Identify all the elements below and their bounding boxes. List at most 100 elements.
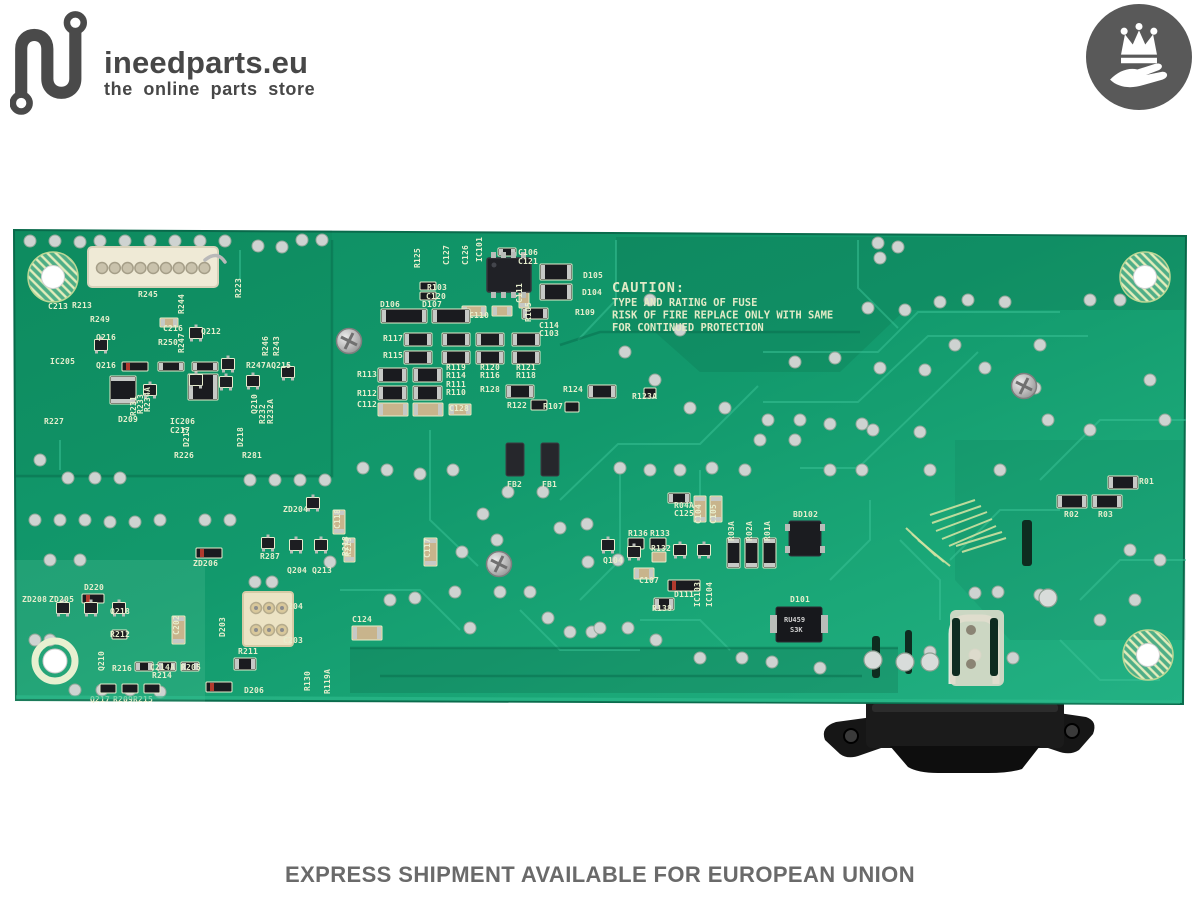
silkscreen-label: R01	[1139, 477, 1154, 486]
terminal-contacts	[249, 601, 289, 637]
silkscreen-label: R247	[177, 333, 186, 353]
silkscreen-label: Q104	[603, 556, 623, 565]
silkscreen-label: R119A	[323, 669, 332, 694]
silkscreen-label: R122	[507, 401, 527, 410]
silkscreen-label: D220	[84, 583, 104, 592]
silkscreen-label: C216	[163, 324, 183, 333]
silkscreen-label: R245	[138, 290, 158, 299]
silkscreen-label: D107	[422, 300, 442, 309]
board-substrate	[12, 228, 1188, 706]
silkscreen-label: R233	[136, 394, 145, 414]
beige-terminal-block	[242, 591, 294, 647]
silkscreen-label: R117	[383, 334, 403, 343]
silkscreen-label: R110	[446, 388, 466, 397]
caution-line: TYPE AND RATING OF FUSE	[612, 297, 757, 309]
silkscreen-label: D111	[674, 590, 694, 599]
bridge-rectifier-bd102	[785, 520, 825, 557]
silkscreen-label: Q216	[96, 333, 116, 342]
silkscreen-label: C217	[170, 426, 190, 435]
silkscreen-label: R01A	[763, 521, 772, 541]
silkscreen-label: R209	[113, 695, 133, 704]
ic-pins	[491, 252, 526, 298]
silkscreen-label: R214	[152, 671, 172, 680]
silkscreen-label: R107	[543, 402, 563, 411]
silkscreen-label: D209	[118, 415, 138, 424]
silkscreen-label: D218	[236, 427, 245, 447]
vent-stripes	[905, 499, 1007, 567]
silkscreen-label: ZD208	[22, 595, 47, 604]
silkscreen-label: Q204	[287, 566, 307, 575]
diode-d101: RU459 S3K	[770, 606, 828, 643]
silkscreen-label: R232	[258, 404, 267, 424]
silkscreen-label: R125	[413, 248, 422, 268]
silkscreen-label: Q210	[250, 394, 259, 414]
silkscreen-label: R249	[90, 315, 110, 324]
silkscreen-label: R215	[133, 695, 153, 704]
silkscreen-label: R119	[446, 363, 466, 372]
silkscreen-label: C203	[283, 636, 303, 645]
silkscreen-label: R232A	[266, 399, 275, 424]
chip-marking: RU459	[784, 616, 805, 624]
silkscreen-label: D104	[582, 288, 602, 297]
silkscreen-label: R114	[446, 371, 466, 380]
silkscreen-label: R281	[242, 451, 262, 460]
silkscreen-label: R226	[174, 451, 194, 460]
board-edge-highlight	[15, 695, 1181, 704]
silkscreen-label: R111	[446, 380, 466, 389]
silkscreen-label: C202	[172, 615, 181, 635]
silkscreen-label: R124	[563, 385, 583, 394]
silkscreen-label: R113	[357, 370, 377, 379]
silkscreen-label: R211	[238, 647, 258, 656]
silkscreen-label: D217	[182, 427, 191, 447]
silkscreen-label: C110	[469, 311, 489, 320]
white-pin-connector	[87, 246, 227, 288]
silkscreen-label: R115	[383, 351, 403, 360]
silkscreen-label: D101	[790, 595, 810, 604]
silkscreen-label: D203	[218, 617, 227, 637]
silkscreen-label: R287	[260, 552, 280, 561]
silkscreen-label: R212	[110, 630, 130, 639]
silkscreen-label: BD102	[793, 510, 818, 519]
silkscreen-label: C107	[639, 576, 659, 585]
brand-tagline: the online parts store	[104, 78, 316, 99]
silkscreen-label: R136	[628, 529, 648, 538]
silkscreen-label: IC205	[50, 357, 75, 366]
silkscreen-label: 204	[288, 602, 303, 611]
silkscreen-label: R244	[177, 294, 186, 314]
silkscreen-label: R103	[427, 283, 447, 292]
silkscreen-label: R234A	[143, 387, 152, 412]
silkscreen-label: D106	[380, 300, 400, 309]
silkscreen-label: R116	[480, 371, 500, 380]
silkscreen-label: IC101	[475, 237, 484, 262]
silkscreen-label: C114	[539, 321, 559, 330]
silkscreen-label: ZD205	[49, 595, 74, 604]
silkscreen-label: R128	[480, 385, 500, 394]
silkscreen-label: C127	[442, 245, 451, 265]
silkscreen-label: FB2	[507, 480, 522, 489]
silkscreen-label: R246	[261, 336, 270, 356]
caution-text: CAUTION: TYPE AND RATING OF FUSE RISK OF…	[612, 280, 833, 334]
silkscreen-label: D206	[244, 686, 264, 695]
silkscreen-label: C117	[423, 538, 432, 558]
silkscreen-label: C121	[518, 257, 538, 266]
open-hand-icon	[1110, 63, 1168, 88]
premium-service-badge	[1086, 4, 1192, 110]
silkscreen-label: C106	[518, 248, 538, 257]
solder-pads	[23, 233, 1172, 699]
crown-hand-icon	[1110, 22, 1168, 88]
silkscreen-label: R133	[650, 529, 670, 538]
silkscreen-label: R138	[652, 604, 672, 613]
silkscreen-label: R227	[44, 417, 64, 426]
smd-components	[56, 247, 1139, 694]
silkscreen-label: Q218	[110, 607, 130, 616]
silkscreen-label: R216	[112, 664, 132, 673]
silkscreen-label: Q217	[90, 695, 110, 704]
silkscreen-label: ZD204	[283, 505, 308, 514]
silkscreen-label: R118	[516, 371, 536, 380]
ferrite-bead-fb1	[540, 442, 560, 477]
silkscreen-label: R03A	[727, 521, 736, 541]
silkscreen-label: Q212	[201, 327, 221, 336]
paperclip-n-logo-icon	[10, 11, 87, 115]
